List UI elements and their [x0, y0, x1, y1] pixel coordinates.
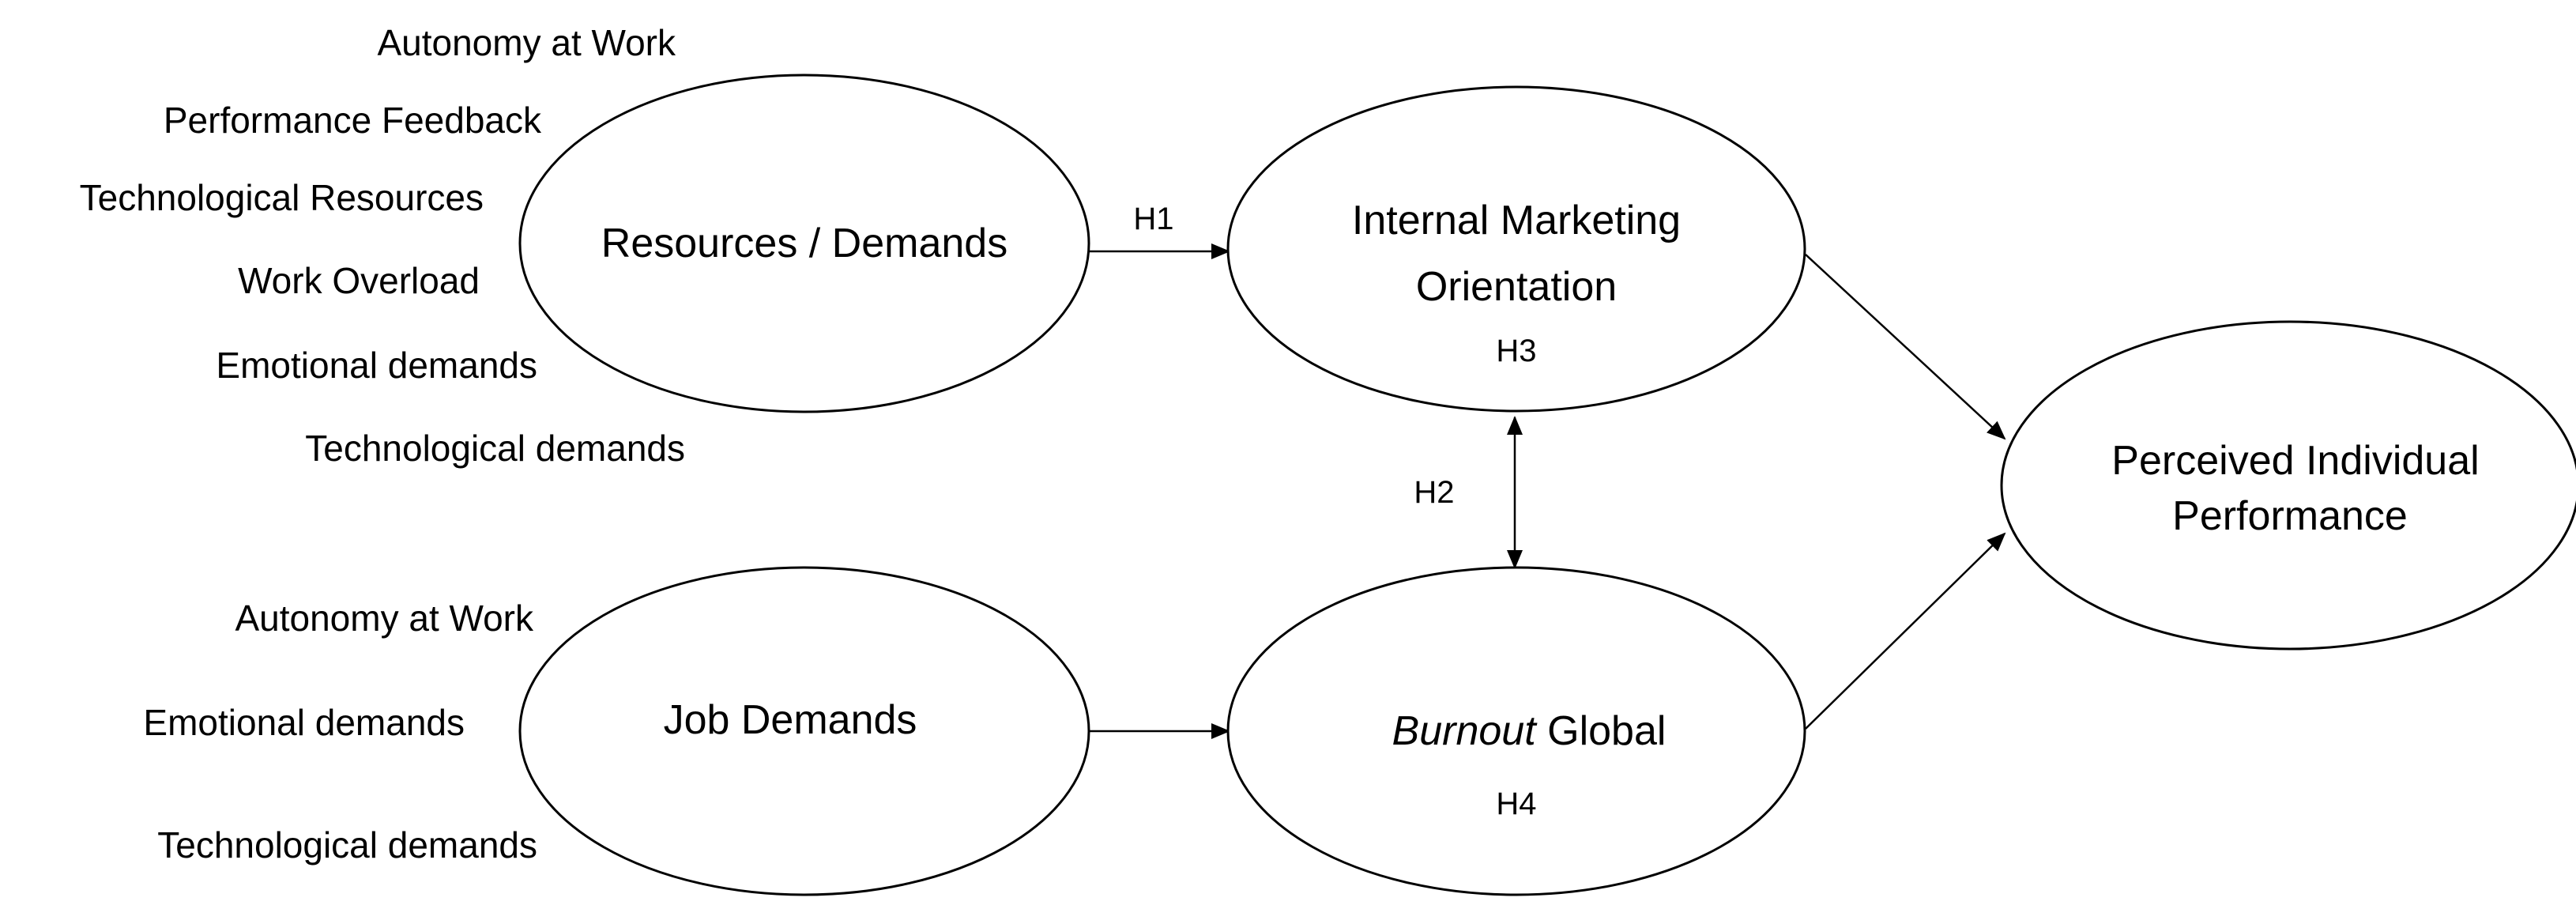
node-internal-marketing-orientation: Internal Marketing Orientation H3 — [1226, 85, 1806, 413]
resources-indicator-item: Technological demands — [305, 428, 685, 469]
node-perceived-performance-line2: Performance — [2172, 493, 2408, 539]
node-job-demands-label: Job Demands — [664, 697, 917, 743]
h4-label: H4 — [1496, 786, 1536, 821]
node-burnout-label-italic: Burnout — [1392, 708, 1538, 754]
h2-label: H2 — [1414, 475, 1454, 510]
node-internal-marketing-line2: Orientation — [1416, 264, 1617, 310]
node-internal-marketing-line1: Internal Marketing — [1352, 198, 1681, 243]
edge-internal-marketing-to-performance — [1805, 254, 2006, 440]
node-burnout-label: Burnout Global — [1392, 708, 1666, 754]
node-burnout-label-rest: Global — [1536, 708, 1666, 754]
node-resources-demands: Resources / Demands — [518, 74, 1090, 413]
h3-label: H3 — [1496, 334, 1536, 368]
resources-indicator-item: Technological Resources — [80, 177, 484, 218]
node-job-demands: Job Demands — [518, 566, 1090, 896]
job-demands-indicators: Autonomy at Work Emotional demands Techn… — [143, 598, 537, 866]
h1-label: H1 — [1133, 202, 1173, 236]
node-perceived-individual-performance: Perceived Individual Performance — [2000, 320, 2576, 651]
node-resources-demands-label: Resources / Demands — [601, 221, 1007, 266]
resources-indicator-item: Autonomy at Work — [377, 22, 676, 63]
job-demands-indicator-item: Emotional demands — [143, 702, 465, 743]
resources-indicator-item: Emotional demands — [216, 345, 537, 386]
resources-indicator-item: Performance Feedback — [164, 100, 542, 141]
edge-burnout-to-performance — [1805, 532, 2006, 730]
node-perceived-performance-line1: Perceived Individual — [2111, 438, 2479, 484]
resources-indicator-item: Work Overload — [238, 260, 480, 301]
job-demands-indicator-item: Autonomy at Work — [235, 598, 534, 639]
node-burnout-global: Burnout Global H4 — [1226, 566, 1806, 896]
job-demands-indicator-item: Technological demands — [157, 824, 537, 866]
resources-indicators: Autonomy at Work Performance Feedback Te… — [80, 22, 685, 469]
